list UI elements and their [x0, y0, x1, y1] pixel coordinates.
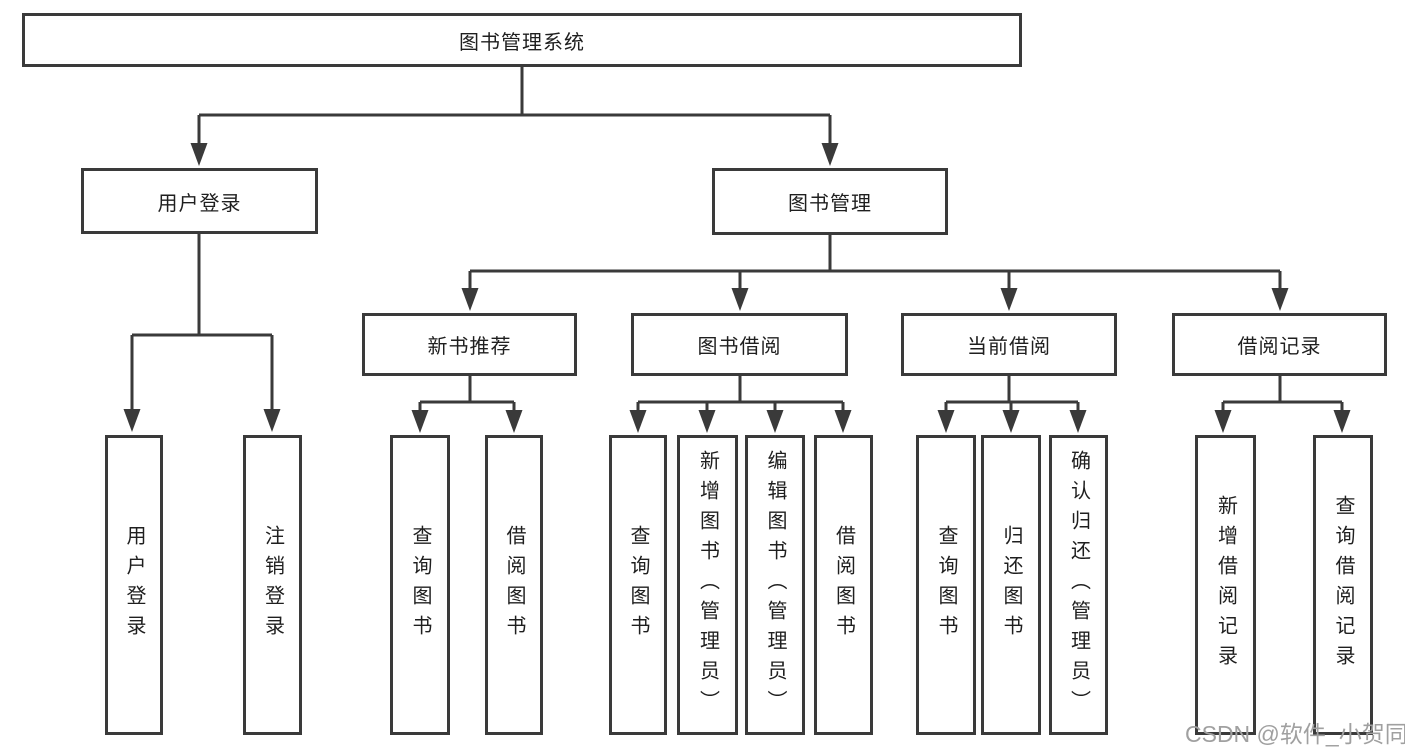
arrowhead: [123, 409, 141, 432]
arrowhead: [1000, 288, 1018, 311]
node-borrow-records: 借阅记录: [1172, 313, 1387, 376]
leaf-add-books-admin-label: 新增图书（管理员）: [696, 450, 719, 720]
node-root: 图书管理系统: [22, 13, 1022, 67]
leaf-add-borrow-record: 新增借阅记录: [1195, 435, 1256, 735]
arrowhead: [629, 410, 647, 433]
arrowhead: [263, 409, 281, 432]
leaf-borrow-books-2: 借阅图书: [814, 435, 873, 735]
connector-book-management: [468, 235, 1282, 291]
arrowhead: [1002, 410, 1020, 433]
leaf-borrow-books-1-label: 借阅图书: [503, 525, 525, 645]
node-new-book-recommend: 新书推荐: [362, 313, 577, 376]
arrowhead: [461, 288, 479, 311]
node-user-login: 用户登录: [81, 168, 318, 234]
arrowhead: [1069, 410, 1087, 433]
leaf-query-books-1: 查询图书: [390, 435, 450, 735]
connector-borrow-records: [1221, 376, 1344, 413]
arrowhead: [411, 410, 429, 433]
arrowhead: [698, 410, 716, 433]
leaf-confirm-return-admin: 确认归还（管理员）: [1049, 435, 1108, 735]
arrowhead: [1271, 288, 1289, 311]
node-current-borrow-label: 当前借阅: [967, 336, 1051, 358]
node-borrow-records-label: 借阅记录: [1237, 336, 1322, 358]
leaf-user-login: 用户登录: [105, 435, 163, 735]
connector-book-borrow: [636, 376, 845, 413]
node-book-management-label: 图书管理: [788, 193, 872, 215]
leaf-return-books-label: 归还图书: [1000, 525, 1022, 645]
connector-new-book-recommend: [418, 376, 516, 413]
node-new-book-recommend-label: 新书推荐: [427, 336, 512, 358]
leaf-query-books-2: 查询图书: [609, 435, 667, 735]
node-book-borrow-label: 图书借阅: [697, 336, 782, 358]
leaf-edit-books-admin-label: 编辑图书（管理员）: [764, 450, 786, 720]
connector-user-login: [130, 234, 274, 412]
leaf-query-books-1-label: 查询图书: [409, 525, 431, 645]
arrowhead: [505, 410, 523, 433]
connector-current-borrow: [944, 376, 1080, 413]
leaf-query-borrow-record: 查询借阅记录: [1313, 435, 1373, 735]
leaf-user-login-label: 用户登录: [123, 525, 145, 645]
node-user-login-label: 用户登录: [157, 192, 242, 215]
node-book-borrow: 图书借阅: [631, 313, 848, 376]
leaf-query-books-3-label: 查询图书: [935, 525, 957, 645]
leaf-add-borrow-record-label: 新增借阅记录: [1214, 495, 1237, 675]
arrowhead: [937, 410, 955, 433]
arrowhead: [190, 143, 208, 166]
arrowhead: [766, 410, 784, 433]
arrowhead: [1333, 410, 1351, 433]
leaf-query-borrow-record-label: 查询借阅记录: [1332, 495, 1354, 675]
arrowhead: [821, 143, 839, 166]
node-current-borrow: 当前借阅: [901, 313, 1117, 376]
leaf-borrow-books-1: 借阅图书: [485, 435, 543, 735]
node-root-label: 图书管理系统: [459, 31, 585, 54]
node-book-management: 图书管理: [712, 168, 948, 235]
leaf-edit-books-admin: 编辑图书（管理员）: [745, 435, 805, 735]
connector-root: [197, 67, 832, 146]
arrowhead: [1214, 410, 1232, 433]
arrowhead: [731, 288, 749, 311]
csdn-watermark: CSDN @软件_小贺同学: [1185, 721, 1405, 747]
leaf-borrow-books-2-label: 借阅图书: [832, 525, 855, 645]
leaf-add-books-admin: 新增图书（管理员）: [677, 435, 738, 735]
leaf-query-books-2-label: 查询图书: [627, 525, 649, 645]
leaf-return-books: 归还图书: [981, 435, 1041, 735]
leaf-logout-label: 注销登录: [261, 525, 284, 645]
leaf-logout: 注销登录: [243, 435, 302, 735]
leaf-query-books-3: 查询图书: [916, 435, 976, 735]
leaf-confirm-return-admin-label: 确认归还（管理员）: [1067, 450, 1090, 720]
arrowhead: [834, 410, 852, 433]
